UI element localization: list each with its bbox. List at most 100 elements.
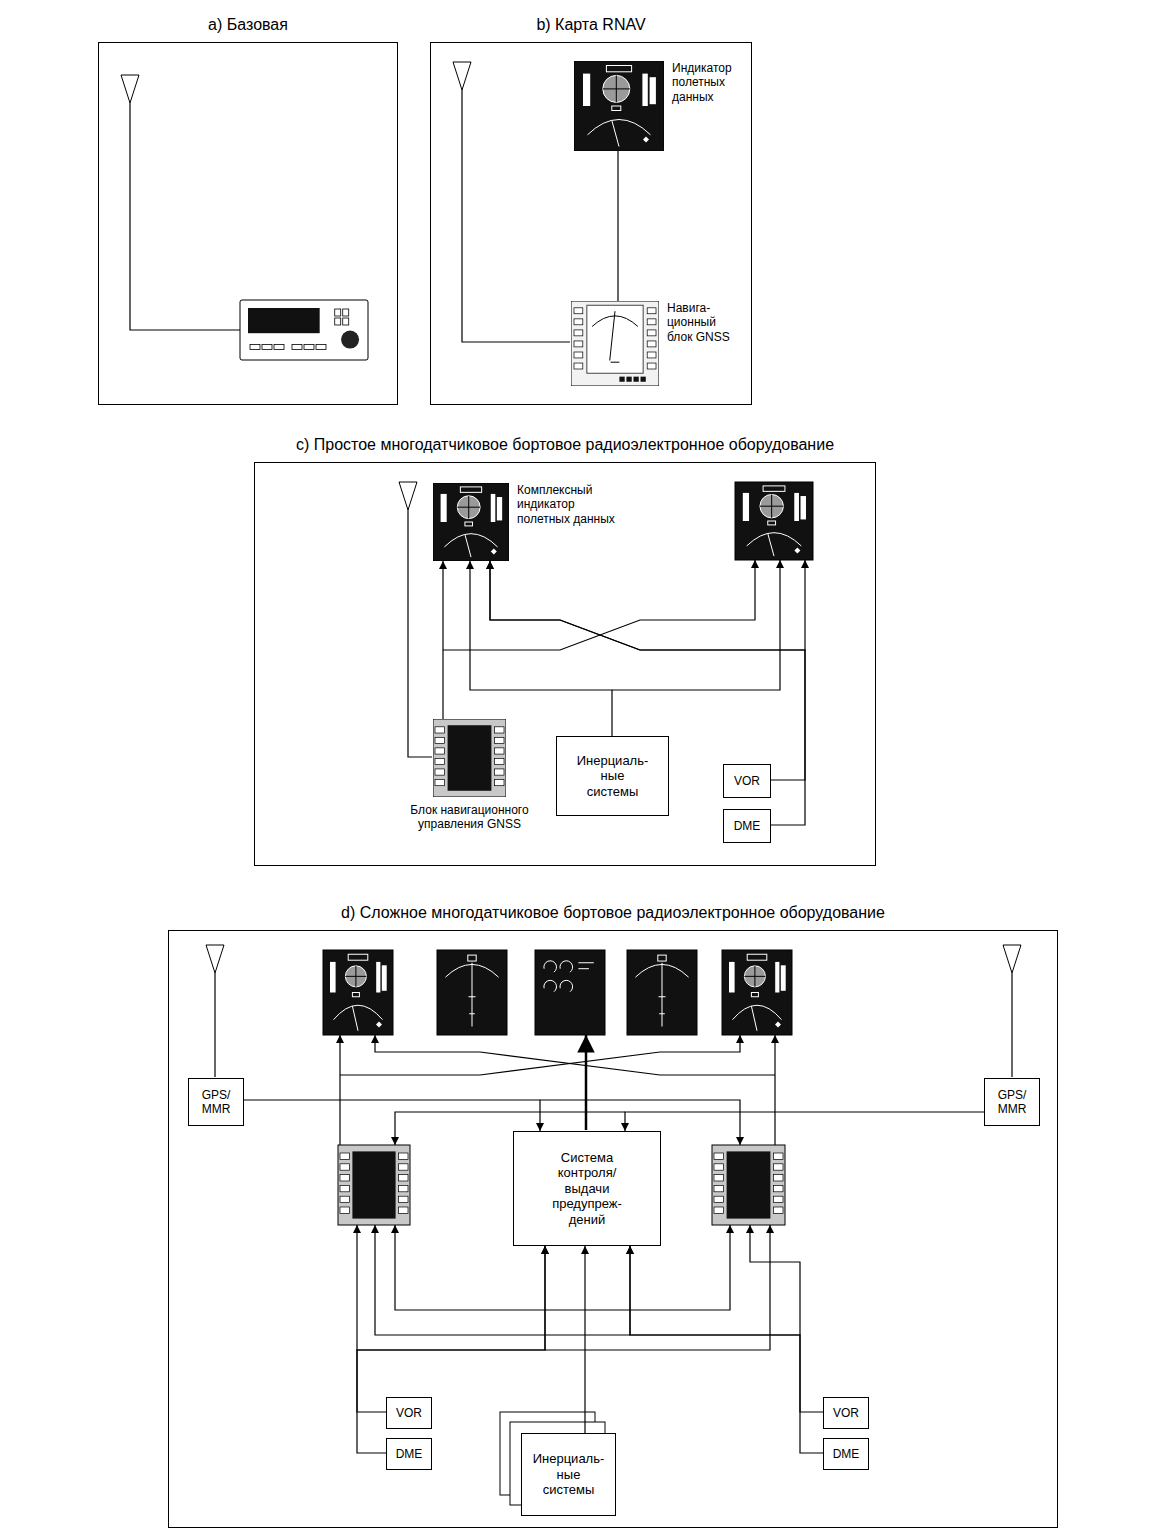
marker-diamond — [643, 137, 649, 143]
line-key — [774, 1196, 783, 1202]
panel: GPS/ MMR GPS/ MMR Система контроля/ выдачи… — [168, 930, 1058, 1528]
panel: a) Базовая — [98, 42, 398, 405]
radio-key — [304, 344, 314, 349]
monitor-box: Система контроля/ выдачи предупреж- дени… — [513, 1131, 661, 1246]
attitude-ball — [457, 496, 480, 519]
line-key — [399, 1164, 408, 1170]
line-key — [399, 1153, 408, 1159]
line-key — [647, 352, 656, 358]
display-frame — [735, 482, 813, 560]
line-key — [399, 1196, 408, 1202]
unit-screen — [352, 1151, 395, 1218]
engine-gauge — [560, 961, 573, 972]
display-frame — [627, 950, 697, 1035]
compass-arc — [444, 534, 497, 547]
line-key — [574, 319, 583, 325]
line-key — [714, 1185, 723, 1191]
unit-label: VOR — [396, 1406, 422, 1420]
panel-title: a) Базовая — [208, 15, 288, 34]
heading-box — [465, 522, 473, 526]
sensor-box: VOR — [823, 1397, 869, 1429]
wire — [130, 103, 240, 330]
line-key — [340, 1207, 349, 1213]
connector — [630, 1246, 823, 1412]
marker-diamond — [376, 1021, 382, 1027]
display-flag — [606, 66, 631, 72]
line-key — [340, 1164, 349, 1170]
line-key — [774, 1207, 783, 1213]
unit-case — [338, 1145, 410, 1225]
heading-box — [768, 521, 776, 525]
flight-display: Комплексный индикатор полетных данных — [433, 483, 509, 561]
receiver-box: GPS/ MMR — [984, 1078, 1040, 1126]
connector — [584, 1246, 585, 1433]
line-key — [495, 727, 504, 733]
display-flag — [348, 954, 368, 960]
wire — [585, 1035, 588, 1130]
speed-tape — [330, 962, 336, 993]
connector — [357, 1246, 545, 1412]
heading-box — [352, 993, 359, 997]
vs-tape — [801, 496, 806, 519]
unit-label: Блок навигационного управления GNSS — [385, 803, 555, 832]
line-key — [714, 1164, 723, 1170]
unit-label: DME — [833, 1447, 860, 1461]
display-flag — [747, 954, 767, 960]
course-needle — [465, 534, 471, 557]
line-key — [714, 1175, 723, 1181]
speed-tape — [743, 493, 749, 521]
function-key — [641, 377, 646, 382]
unit-case — [712, 1145, 785, 1225]
altitude-tape — [376, 962, 380, 993]
inertial-box: Инерциаль- ные системы — [521, 1433, 616, 1516]
sensor-box: DME — [386, 1438, 432, 1470]
attitude-cross — [760, 494, 783, 517]
connector — [625, 1112, 984, 1131]
attitude-ball — [345, 966, 366, 987]
marker-diamond — [775, 1021, 781, 1027]
line-key — [574, 363, 583, 369]
engine-gauge — [560, 980, 573, 991]
heading-box — [468, 955, 476, 961]
track-line — [659, 963, 666, 1027]
line-key — [340, 1185, 349, 1191]
unit-label: GPS/ MMR — [196, 1088, 236, 1117]
attitude-ball — [744, 966, 765, 987]
heading-box — [751, 993, 758, 997]
unit-case — [571, 301, 659, 386]
vs-tape — [382, 965, 387, 991]
line-key — [435, 769, 444, 775]
equipment-art — [121, 62, 1021, 1505]
wire — [339, 1035, 340, 1145]
course-needle — [352, 1006, 358, 1031]
line-key — [435, 758, 444, 764]
antenna-symbol — [453, 62, 471, 90]
unit-label: GPS/ MMR — [992, 1088, 1032, 1117]
panel-title: b) Карта RNAV — [536, 15, 645, 34]
line-key — [340, 1196, 349, 1202]
unit-screen — [727, 1151, 771, 1218]
unit-label: Инерциаль- ные системы — [576, 753, 650, 800]
line-key — [574, 352, 583, 358]
vs-tape — [650, 77, 656, 104]
function-key — [619, 377, 624, 382]
heading-box — [658, 955, 666, 961]
compass-arc — [588, 120, 651, 135]
unit-icon — [433, 483, 509, 561]
line-key — [435, 748, 444, 754]
sensor-box: DME — [823, 1438, 869, 1470]
wire — [804, 560, 805, 650]
sensor-box: VOR — [386, 1397, 432, 1429]
gauge-readout — [578, 963, 593, 969]
display-frame — [323, 950, 393, 1035]
gnss-unit: Навига- ционный блок GNSS — [571, 301, 659, 386]
line-key — [495, 779, 504, 785]
unit-case — [433, 719, 506, 797]
wire — [375, 1035, 775, 1075]
radio-case — [240, 300, 368, 360]
radio-screen — [248, 308, 320, 333]
course-needle — [751, 1006, 757, 1031]
line-key — [399, 1207, 408, 1213]
unit-label: Индикатор полетных данных — [672, 61, 747, 104]
